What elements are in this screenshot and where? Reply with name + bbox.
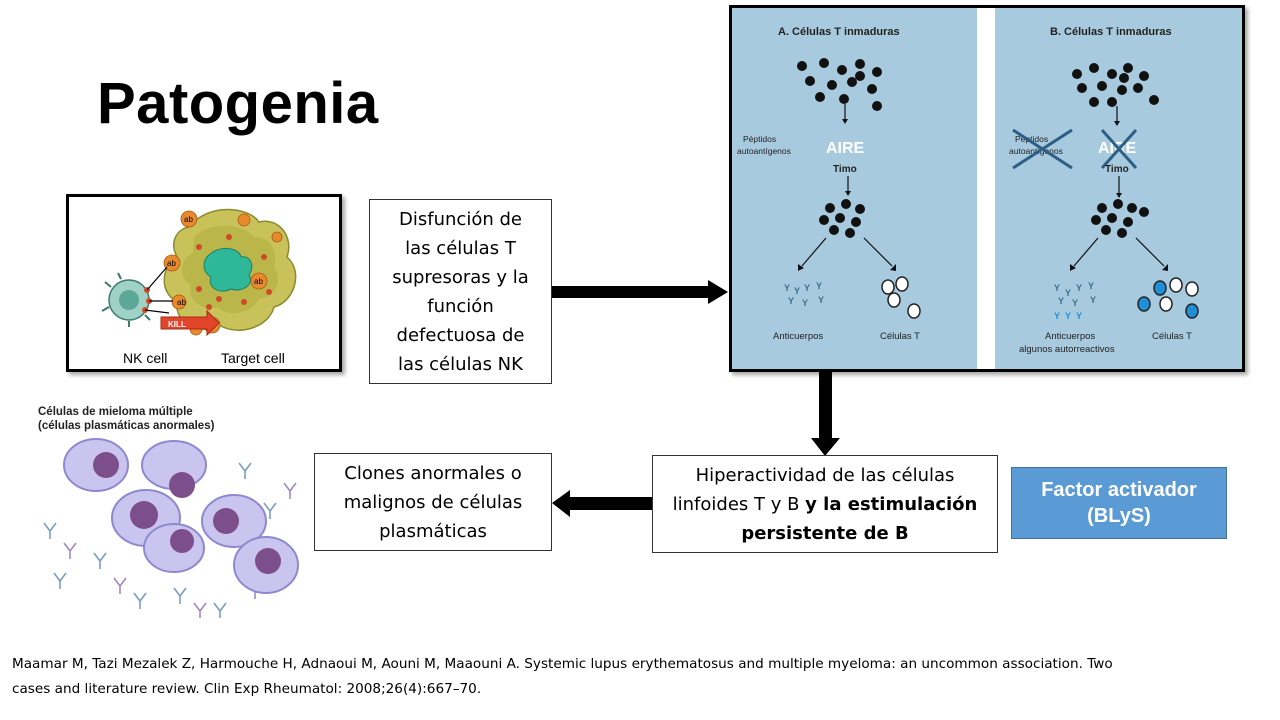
svg-text:Y: Y <box>784 283 790 293</box>
kill-label: KILL <box>168 320 186 329</box>
svg-text:Y: Y <box>1065 288 1071 298</box>
svg-text:Y: Y <box>818 295 824 305</box>
svg-text:Y: Y <box>816 281 822 291</box>
svg-text:Y: Y <box>1090 295 1096 305</box>
peptides-label: Péptidos <box>1015 134 1048 144</box>
blys-factor-box: Factor activador (BLyS) <box>1011 467 1227 539</box>
svg-text:Y: Y <box>1076 283 1082 293</box>
svg-text:Y: Y <box>802 298 808 308</box>
svg-text:Y: Y <box>1054 283 1060 293</box>
panel-a-title: A. Células T inmaduras <box>778 26 900 38</box>
svg-text:Y: Y <box>1076 311 1082 321</box>
myeloma-figure: Células de mieloma múltiple (células pla… <box>34 403 304 619</box>
ab-label: ab <box>184 215 193 224</box>
panel-b-title: B. Células T inmaduras <box>1050 26 1172 38</box>
hyperactivity-line: persistente de B <box>673 519 978 548</box>
hyperactivity-bold-text: persistente de B <box>741 522 909 544</box>
myeloma-caption: (células plasmáticas anormales) <box>38 420 215 432</box>
dysfunction-line: las células NK <box>398 353 523 375</box>
hyperactivity-text: linfoides T y B <box>672 493 806 515</box>
nk-cell-illustration: ab ab ab ab KILL NK cell Target cell <box>101 208 297 366</box>
autoreactive-antibodies-label: algunos autorreactivos <box>1019 344 1115 355</box>
svg-text:Y: Y <box>804 283 810 293</box>
hyperactivity-bold-text: y la estimulación <box>805 493 978 515</box>
ab-label: ab <box>254 277 263 286</box>
hyperactivity-box: Hiperactividad de las células linfoides … <box>652 455 998 553</box>
nk-cell-label: NK cell <box>123 350 167 366</box>
factor-line: (BLyS) <box>1087 505 1151 527</box>
clones-line: malignos de células <box>343 491 523 513</box>
antibodies-label: Anticuerpos <box>1045 331 1095 342</box>
citation-line: Maamar M, Tazi Mezalek Z, Harmouche H, A… <box>12 656 1113 672</box>
cross-icon <box>1100 128 1138 170</box>
t-cells-label: Células T <box>880 331 920 342</box>
hyperactivity-line: linfoides T y B y la estimulación <box>673 490 978 519</box>
svg-text:Y: Y <box>794 286 800 296</box>
svg-text:Y: Y <box>1058 296 1064 306</box>
svg-text:Y: Y <box>1072 298 1078 308</box>
peptides-label: autoantígenos <box>737 146 791 156</box>
ab-label: ab <box>167 259 176 268</box>
timo-label: Timo <box>833 164 857 175</box>
clones-box: Clones anormales o malignos de células p… <box>314 453 552 551</box>
svg-text:Y: Y <box>1054 311 1060 321</box>
svg-text:Y: Y <box>788 296 794 306</box>
ab-label: ab <box>177 298 186 307</box>
clones-line: plasmáticas <box>379 520 487 542</box>
arrow-down <box>811 372 840 456</box>
target-cell-label: Target cell <box>221 350 285 366</box>
slide-title: Patogenia <box>97 71 379 136</box>
hyperactivity-line: Hiperactividad de las células <box>695 464 955 486</box>
myeloma-caption: Células de mieloma múltiple <box>38 406 193 418</box>
peptides-label: Péptidos <box>743 134 776 144</box>
dysfunction-box: Disfunción de las células T supresoras y… <box>369 199 552 384</box>
antibodies-label: Anticuerpos <box>773 331 823 342</box>
factor-line: Factor activador <box>1041 479 1197 501</box>
citation-line: cases and literature review. Clin Exp Rh… <box>12 681 482 697</box>
dysfunction-line: Disfunción de <box>399 208 522 230</box>
arrow-right <box>552 280 728 304</box>
dysfunction-line: función <box>427 295 494 317</box>
dysfunction-line: supresoras y la <box>392 266 529 288</box>
cross-icon <box>1012 128 1073 170</box>
svg-text:Y: Y <box>1088 281 1094 291</box>
t-cells-label: Células T <box>1152 331 1192 342</box>
thymus-illustration: A. Células T inmaduras Péptidos autoantí… <box>732 8 1242 369</box>
arrow-left <box>552 490 652 517</box>
aire-label: AIRE <box>826 140 865 157</box>
svg-text:Y: Y <box>1065 311 1071 321</box>
myeloma-illustration: Células de mieloma múltiple (células pla… <box>38 406 299 619</box>
nk-cell-figure: ab ab ab ab KILL NK cell Target cell <box>66 194 342 372</box>
dysfunction-line: las células T <box>405 237 516 259</box>
peptides-label: autoantígenos <box>1009 146 1063 156</box>
dysfunction-line: defectuosa de <box>396 324 525 346</box>
clones-line: Clones anormales o <box>344 462 522 484</box>
thymus-tolerance-figure: A. Células T inmaduras Péptidos autoantí… <box>729 5 1245 372</box>
citation: Maamar M, Tazi Mezalek Z, Harmouche H, A… <box>12 652 1272 702</box>
timo-label: Timo <box>1105 164 1129 175</box>
